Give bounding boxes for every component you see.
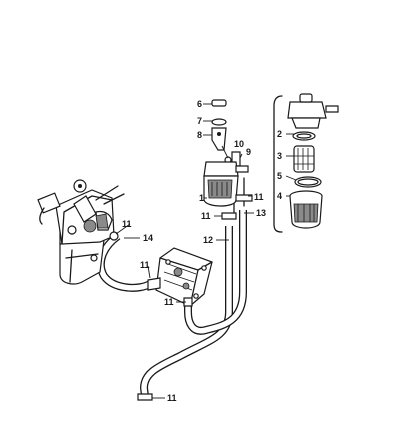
carburetor bbox=[37, 179, 125, 285]
callout-5: 5 bbox=[277, 171, 282, 181]
callout-1: 1 bbox=[199, 193, 204, 203]
callout-4: 4 bbox=[277, 191, 282, 201]
callout-11-bottom: 11 bbox=[167, 393, 177, 403]
clip-11-bottom bbox=[137, 393, 153, 401]
bracket-8 bbox=[211, 127, 227, 151]
washer-7 bbox=[211, 118, 227, 126]
filter-exploded-bracket bbox=[273, 95, 283, 233]
callout-12: 12 bbox=[203, 235, 213, 245]
filter-head-exploded bbox=[287, 93, 339, 129]
filter-bowl-4 bbox=[289, 190, 323, 229]
callout-11-filter-left: 11 bbox=[201, 211, 211, 221]
callout-11-pump-inlet: 11 bbox=[140, 260, 150, 270]
callout-11-filter-right: 11 bbox=[254, 192, 264, 202]
gasket-5 bbox=[294, 176, 322, 188]
callout-3: 3 bbox=[277, 151, 282, 161]
hose-13-filter-to-pump bbox=[184, 210, 247, 335]
callout-8: 8 bbox=[197, 130, 202, 140]
clip-11-near-filter bbox=[235, 194, 253, 202]
callout-13: 13 bbox=[256, 208, 266, 218]
callout-labels: 6 7 8 10 9 1 2 3 5 4 11 11 13 12 11 14 1… bbox=[122, 99, 282, 403]
callout-14: 14 bbox=[143, 233, 153, 243]
callout-7: 7 bbox=[197, 116, 202, 126]
callout-2: 2 bbox=[277, 129, 282, 139]
o-ring-2 bbox=[292, 131, 316, 141]
fuel-filter-assembled bbox=[203, 99, 249, 213]
hose-14-carburetor-to-pump bbox=[96, 232, 153, 292]
callout-10: 10 bbox=[234, 139, 244, 149]
callout-6: 6 bbox=[197, 99, 202, 109]
callout-11-carburetor: 11 bbox=[122, 219, 132, 229]
nut-6 bbox=[211, 99, 227, 107]
callout-11-pump-outlet: 11 bbox=[164, 297, 174, 307]
leader-lines bbox=[115, 103, 297, 399]
fuel-pump bbox=[147, 247, 213, 307]
clip-11-left-filter bbox=[221, 212, 237, 220]
callout-9: 9 bbox=[246, 147, 251, 157]
filter-element-3 bbox=[293, 145, 315, 173]
